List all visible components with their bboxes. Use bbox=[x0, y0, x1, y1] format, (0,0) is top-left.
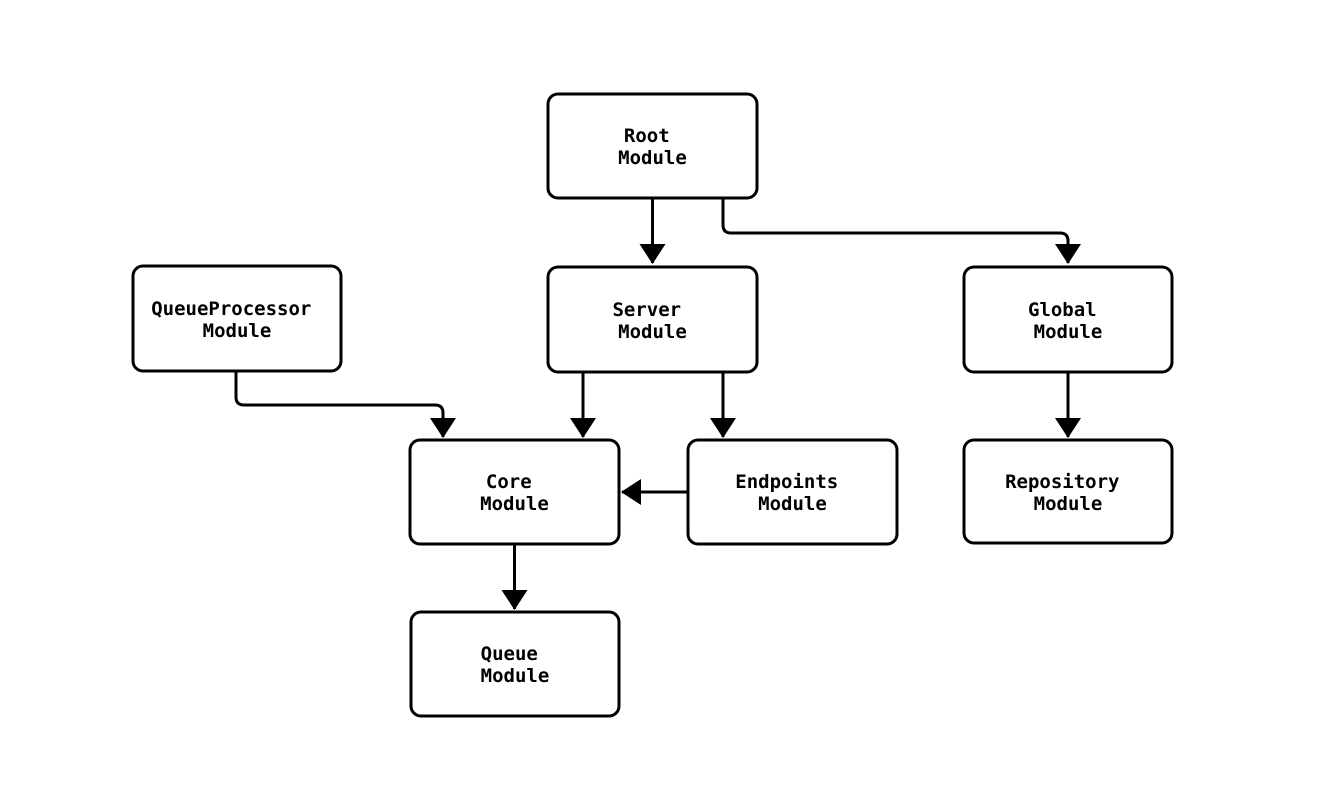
node-endpoints-module-label: Endpoints Module bbox=[735, 471, 849, 515]
node-queueprocessor-module-label: QueueProcessor Module bbox=[151, 298, 323, 342]
edge-queueprocessor-to-core bbox=[234, 371, 456, 438]
node-queueprocessor-module-box bbox=[131, 264, 343, 373]
node-repository-module: Repository Module bbox=[962, 438, 1174, 545]
node-server-module-label: Server Module bbox=[612, 299, 692, 343]
node-core-module-label: Core Module bbox=[480, 471, 549, 515]
node-endpoints-module-box bbox=[686, 438, 899, 546]
node-core-module: Core Module bbox=[408, 438, 621, 546]
node-queueprocessor-module: QueueProcessor Module bbox=[131, 264, 343, 373]
node-repository-module-label: Repository Module bbox=[1005, 471, 1131, 515]
node-endpoints-module: Endpoints Module bbox=[686, 438, 899, 546]
node-queue-module-label: Queue Module bbox=[481, 643, 550, 687]
node-server-module: Server Module bbox=[546, 265, 759, 374]
node-queue-module-box bbox=[409, 610, 621, 718]
node-queue-module: Queue Module bbox=[409, 610, 621, 718]
node-repository-module-box bbox=[962, 438, 1174, 545]
node-server-module-box bbox=[546, 265, 759, 374]
edge-root-to-global bbox=[721, 198, 1081, 264]
node-root-module: Root Module bbox=[546, 92, 759, 200]
node-global-module-label: Global Module bbox=[1028, 299, 1108, 343]
node-root-module-label: Root Module bbox=[618, 125, 687, 169]
node-root-module-box bbox=[546, 92, 759, 200]
node-core-module-box bbox=[408, 438, 621, 546]
node-global-module-box bbox=[962, 265, 1174, 374]
node-global-module: Global Module bbox=[962, 265, 1174, 374]
